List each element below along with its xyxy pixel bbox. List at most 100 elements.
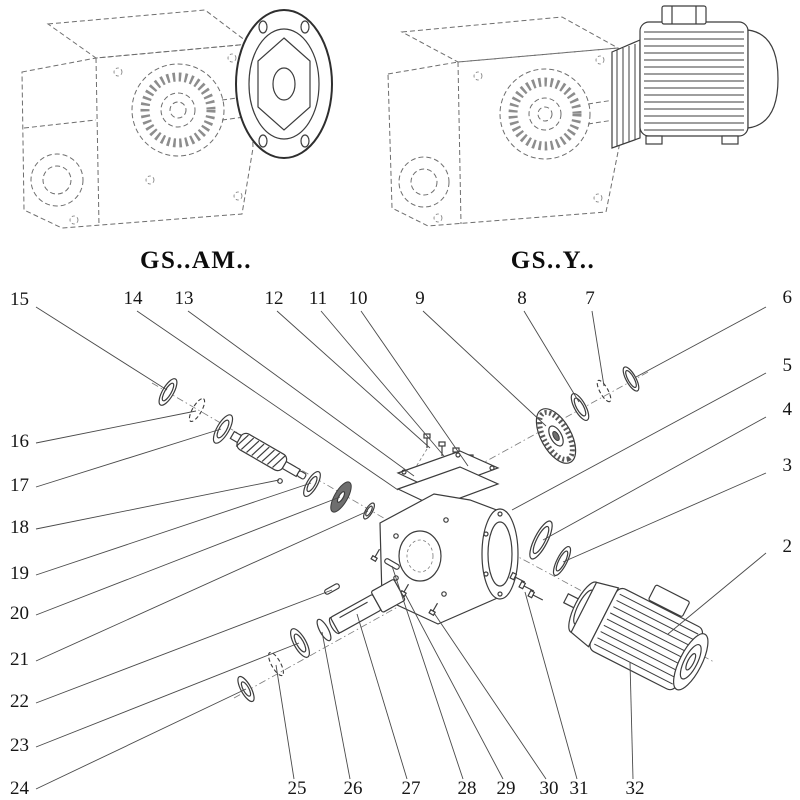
- callout-number-4: 4: [783, 399, 793, 420]
- callout-number-26: 26: [344, 778, 363, 799]
- gs-am-illustration: [21, 9, 333, 229]
- callout-number-13: 13: [175, 288, 194, 309]
- leader-line-30: [433, 612, 547, 780]
- leader-line-24: [35, 688, 247, 790]
- leader-line-21: [35, 510, 369, 662]
- callout-number-10: 10: [349, 288, 368, 309]
- callout-number-22: 22: [10, 691, 29, 712]
- leader-line-17: [35, 428, 222, 488]
- motor-end-bell: [747, 29, 779, 129]
- callout-number-25: 25: [288, 778, 307, 799]
- part-flange-bolt-2: [518, 580, 535, 592]
- part-circlip-output: [268, 651, 284, 677]
- callout-number-16: 16: [10, 431, 29, 452]
- leader-line-14: [136, 310, 399, 491]
- part-flange-bolt-1: [509, 571, 526, 583]
- part-oil-seal: [316, 618, 332, 642]
- axis-output-shaft: [233, 588, 431, 699]
- leader-line-22: [35, 589, 333, 704]
- part-bearing-2: [303, 471, 321, 497]
- part-bearing-input: [212, 414, 234, 444]
- leader-line-26: [321, 631, 351, 780]
- part-shim-ring: [622, 366, 640, 392]
- terminal-box: [661, 5, 707, 25]
- part-motor: [562, 581, 709, 691]
- leader-line-2: [667, 552, 767, 635]
- part-spacer-ring: [570, 393, 590, 421]
- part-pin: [277, 478, 283, 484]
- leader-line-16: [35, 410, 197, 444]
- leader-line-15: [35, 306, 168, 391]
- callout-number-6: 6: [783, 287, 793, 308]
- leader-line-6: [635, 306, 767, 378]
- leader-line-5: [511, 372, 767, 511]
- part-seal-ring: [158, 378, 178, 406]
- leader-line-29: [404, 593, 504, 780]
- part-key-input: [384, 558, 400, 570]
- motor-side-parts: [509, 520, 709, 691]
- part-circlip-input: [188, 397, 206, 423]
- callout-number-27: 27: [402, 778, 421, 799]
- leader-line-12: [276, 310, 431, 449]
- worm-wheel-bore-dashed: [131, 63, 225, 157]
- part-key-output: [324, 583, 340, 595]
- callout-number-9: 9: [415, 288, 425, 309]
- part-housing: [379, 493, 519, 625]
- leader-line-13: [187, 310, 415, 477]
- output-flange-am: [235, 9, 333, 159]
- part-spacer: [363, 502, 375, 520]
- callout-number-30: 30: [540, 778, 559, 799]
- callout-number-32: 32: [626, 778, 645, 799]
- motor-y: [611, 5, 779, 149]
- callout-number-8: 8: [517, 288, 527, 309]
- callout-number-28: 28: [458, 778, 477, 799]
- leader-line-28: [391, 565, 464, 780]
- motor-end-cap: [673, 633, 709, 691]
- callout-number-20: 20: [10, 603, 29, 624]
- part-gasket-ring: [529, 520, 553, 560]
- cover-assembly: [396, 433, 500, 508]
- part-worm-shaft: [229, 430, 307, 480]
- part-o-ring: [552, 545, 572, 577]
- leader-line-18: [35, 479, 280, 530]
- callout-number-21: 21: [10, 649, 29, 670]
- callout-number-11: 11: [309, 288, 327, 309]
- callout-number-7: 7: [585, 288, 595, 309]
- callout-number-29: 29: [497, 778, 516, 799]
- input-shaft-parts: [158, 378, 375, 520]
- callout-number-14: 14: [124, 288, 144, 309]
- callout-number-3: 3: [783, 455, 793, 476]
- variant-label-am: GS..AM..: [140, 247, 252, 274]
- leader-line-32: [629, 661, 634, 780]
- part-helical-gear: [535, 408, 577, 464]
- leader-line-19: [35, 482, 312, 576]
- leader-line-27: [356, 613, 408, 780]
- leader-line-23: [35, 642, 300, 748]
- leader-line-20: [35, 496, 341, 616]
- leader-line-25: [275, 664, 295, 780]
- part-output-shaft: [328, 579, 406, 635]
- leader-line-10: [360, 310, 469, 467]
- part-bearing-output: [290, 628, 310, 658]
- callout-number-19: 19: [10, 563, 29, 584]
- gear-parts: [535, 366, 640, 464]
- callout-number-17: 17: [10, 475, 29, 496]
- gs-y-illustration: [387, 5, 779, 227]
- callout-number-2: 2: [783, 536, 793, 557]
- part-circlip-gear: [596, 379, 612, 403]
- leader-line-31: [524, 591, 578, 780]
- callout-number-18: 18: [10, 517, 29, 538]
- motor-terminal-box: [648, 584, 690, 617]
- leader-line-11: [320, 310, 445, 457]
- exploded-view: [151, 366, 715, 703]
- leader-line-7: [591, 310, 605, 387]
- leader-line-4: [542, 416, 767, 541]
- callout-number-12: 12: [265, 288, 284, 309]
- callout-number-31: 31: [570, 778, 589, 799]
- callout-number-15: 15: [10, 289, 29, 310]
- part-flange-bolt-3: [527, 589, 544, 601]
- axis-input-shaft: [151, 382, 467, 567]
